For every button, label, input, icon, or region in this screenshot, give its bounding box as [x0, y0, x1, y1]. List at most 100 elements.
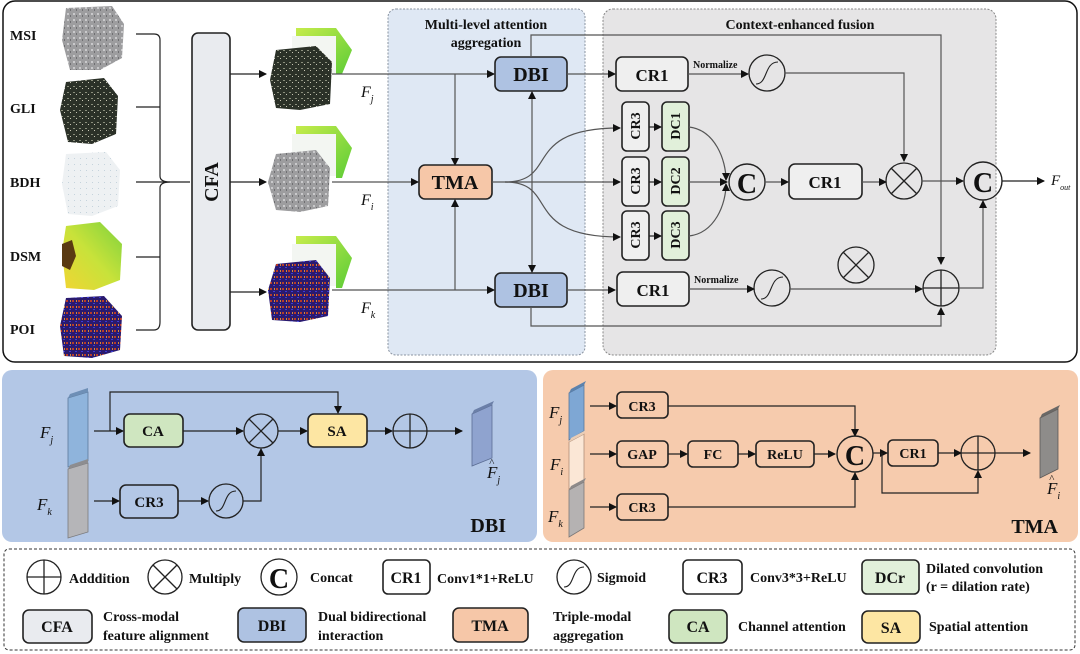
legend-cr1: CR1 Conv1*1+ReLU	[382, 559, 534, 595]
tma-panel-title: TMA	[1011, 516, 1058, 538]
tma-cr3-top-label: CR3	[628, 400, 655, 415]
dc3-label: DC3	[669, 221, 684, 248]
input-label-poi: POI	[10, 323, 35, 338]
label-fj: Fj	[360, 84, 374, 105]
dc-branch-2: CR3 DC2	[621, 156, 690, 207]
tma-label: TMA	[432, 172, 479, 194]
svg-text:Concat: Concat	[310, 571, 353, 586]
tma-cr1-label: CR1	[899, 447, 926, 462]
svg-text:CR1: CR1	[390, 570, 421, 587]
svg-text:Triple-modal: Triple-modal	[553, 610, 631, 625]
svg-text:aggregation: aggregation	[553, 629, 624, 644]
legend-concat: C Concat	[260, 558, 353, 596]
cr1-top-label: CR1	[635, 66, 668, 85]
cr3-branch-3-label: CR3	[629, 221, 644, 248]
legend-cr3: CR3 Conv3*3+ReLU	[682, 559, 847, 595]
wire-tma-to-cr3-3	[504, 181, 621, 241]
wire-add-to-concat2	[959, 200, 987, 289]
dbi-wire-fj-to-sa	[109, 391, 342, 431]
input-label-gli: GLI	[10, 102, 36, 117]
tma-output-hat: ^	[1049, 473, 1055, 485]
cr3-branch-1-label: CR3	[629, 112, 644, 139]
legend-multiply-icon	[147, 559, 183, 595]
normalize-top-label: Normalize	[693, 60, 738, 71]
wire-dc3-to-concat	[688, 183, 730, 237]
mla-title-line2: aggregation	[451, 36, 522, 51]
cef-title: Context-enhanced fusion	[726, 18, 875, 33]
dsm-dark-patch	[62, 240, 76, 270]
tma-cr3-top-block	[616, 391, 669, 419]
feature-stack-fk	[268, 236, 352, 322]
dbi-bottom-label: DBI	[513, 280, 549, 302]
wire-tma-to-cr3-1	[504, 124, 621, 183]
normalize-bottom-label: Normalize	[694, 275, 739, 286]
bdh-map-icon	[62, 152, 120, 216]
dc1-block	[661, 101, 690, 152]
dbi-fk-label: Fk	[36, 495, 52, 518]
msi-map-icon	[62, 6, 124, 70]
cr1-mid-label: CR1	[808, 173, 841, 192]
tma-relu-label: ReLU	[767, 448, 803, 463]
legend-sigmoid: Sigmoid	[556, 559, 646, 595]
svg-text:C: C	[845, 441, 865, 472]
dbi-ca-label: CA	[142, 424, 164, 440]
svg-text:DBI: DBI	[258, 618, 286, 635]
tma-fj-label: Fj	[548, 403, 562, 426]
svg-text:C: C	[973, 168, 993, 199]
dbi-top-label: DBI	[513, 64, 549, 86]
multiply-standalone-icon	[837, 246, 875, 284]
tma-fi-input-tensor	[568, 430, 586, 490]
svg-text:C: C	[269, 564, 289, 595]
mla-title-line1: Multi-level attention	[425, 18, 548, 33]
dbi-cr3-label: CR3	[134, 495, 163, 511]
svg-text:CR3: CR3	[696, 570, 727, 587]
dc-branch-3: CR3 DC3	[621, 210, 690, 261]
wire-dbi-top-skip	[530, 34, 945, 265]
dbi-fj-input-tensor	[67, 388, 89, 468]
svg-text:CFA: CFA	[41, 619, 73, 636]
dbi-output-label: Fj	[486, 463, 500, 486]
svg-text:Multiply: Multiply	[189, 572, 241, 587]
feature-stack-fi	[268, 126, 352, 212]
dbi-output-tensor	[471, 401, 494, 467]
sigmoid-bottom-icon	[753, 269, 791, 307]
tma-gap-label: GAP	[627, 448, 657, 463]
tma-fj-input-tensor	[568, 381, 586, 441]
dbi-panel-title: DBI	[470, 515, 506, 537]
svg-text:Cross-modal: Cross-modal	[103, 610, 179, 625]
svg-text:SA: SA	[881, 620, 902, 637]
svg-text:CA: CA	[686, 619, 710, 636]
dc2-label: DC2	[669, 167, 684, 194]
svg-text:C: C	[737, 169, 757, 200]
input-label-dsm: DSM	[10, 250, 41, 265]
legend-dbi: DBI Dual bidirectional interaction	[237, 607, 426, 644]
legend-tma: TMA Triple-modal aggregation	[452, 607, 631, 644]
legend-sa: SA Spatial attention	[861, 610, 1028, 644]
tma-fk-input-tensor	[568, 478, 586, 538]
svg-text:Sigmoid: Sigmoid	[597, 571, 646, 586]
svg-text:Conv1*1+ReLU: Conv1*1+ReLU	[437, 572, 534, 587]
label-fi: Fi	[360, 192, 374, 213]
svg-text:interaction: interaction	[318, 629, 384, 644]
tma-addition-icon	[960, 435, 996, 471]
gli-map-icon	[60, 78, 118, 144]
legend-addition: Adddition	[26, 559, 130, 595]
dbi-fj-label: Fj	[39, 423, 53, 446]
dbi-sa-label: SA	[327, 424, 346, 440]
legend-concat-icon	[260, 558, 298, 596]
tma-fc-label: FC	[704, 448, 723, 463]
legend-ca: CA Channel attention	[668, 609, 846, 644]
svg-text:Channel attention: Channel attention	[738, 620, 846, 635]
cr1-bottom-label: CR1	[636, 281, 669, 300]
wire-dbi-bottom-skip	[530, 307, 945, 327]
svg-text:Dilated convolution: Dilated convolution	[926, 562, 1043, 577]
dc1-label: DC1	[669, 112, 684, 139]
tma-wire-cr3-top-to-concat	[668, 405, 859, 437]
tma-fi-label: Fi	[549, 455, 563, 478]
svg-text:Adddition: Adddition	[69, 572, 130, 587]
svg-text:(r = dilation rate): (r = dilation rate)	[926, 580, 1030, 595]
dbi-output-hat: ^	[489, 457, 495, 469]
dsm-map-icon	[62, 222, 122, 290]
svg-text:Conv3*3+ReLU: Conv3*3+ReLU	[750, 571, 847, 586]
tma-fk-label: Fk	[547, 507, 563, 530]
